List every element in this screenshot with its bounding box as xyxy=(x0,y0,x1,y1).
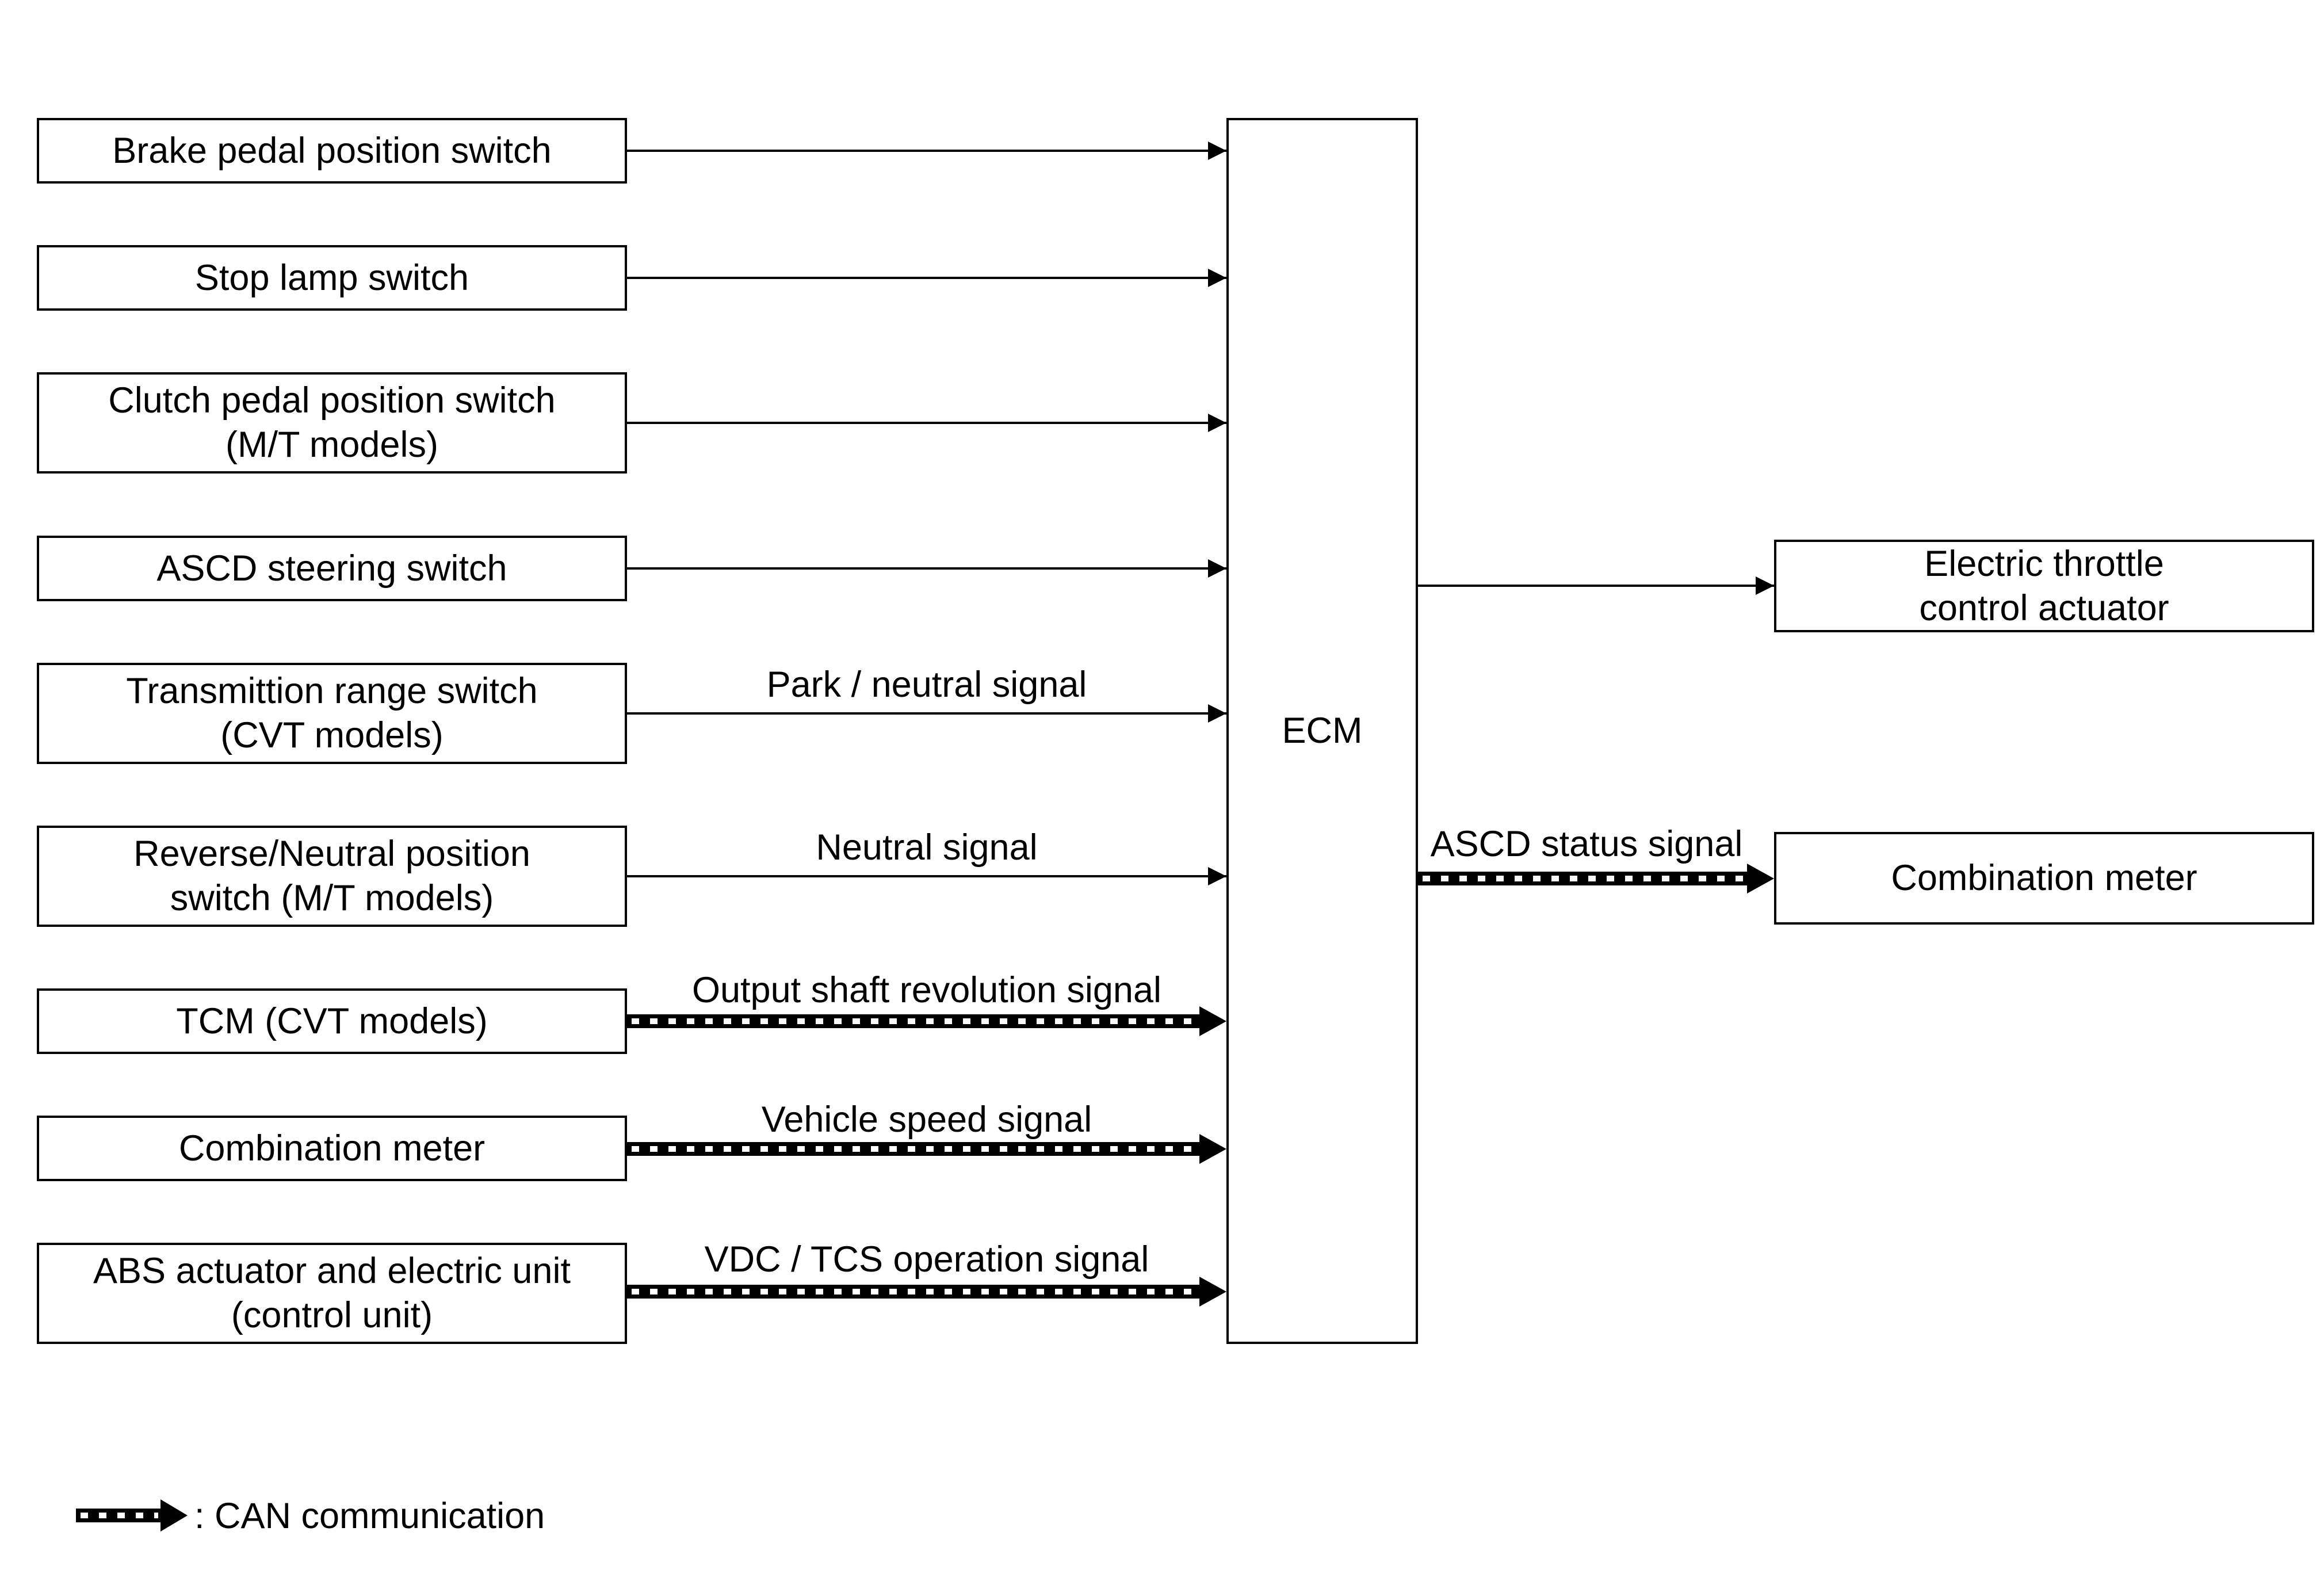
signal-label-output-shaft-revolution: Output shaft revolution signal xyxy=(692,970,1161,1010)
input-box-abs-actuator: ABS actuator and electric unit (control … xyxy=(37,1243,627,1344)
can-arrow-ecm-to-combination-meter xyxy=(1418,864,1774,893)
can-arrow-abs-to-ecm xyxy=(627,1277,1226,1307)
output-box-combination-meter: Combination meter xyxy=(1774,832,2314,925)
legend-can-communication-text: : CAN communication xyxy=(194,1496,545,1536)
signal-label-park-neutral: Park / neutral signal xyxy=(766,665,1087,705)
input-box-brake-pedal-position-switch: Brake pedal position switch xyxy=(37,118,627,184)
input-label: ABS actuator and electric unit (control … xyxy=(93,1251,571,1335)
input-box-reverse-neutral-position-switch: Reverse/Neutral position switch (M/T mod… xyxy=(37,826,627,927)
output-label: Combination meter xyxy=(1891,858,2197,899)
input-label: Stop lamp switch xyxy=(194,257,469,298)
can-arrow-combination-meter-to-ecm xyxy=(627,1134,1226,1164)
input-box-transmission-range-switch: Transmittion range switch (CVT models) xyxy=(37,663,627,764)
input-box-tcm: TCM (CVT models) xyxy=(37,988,627,1054)
ecm-label: ECM xyxy=(1282,711,1363,751)
input-label: Clutch pedal position switch (M/T models… xyxy=(108,380,556,465)
input-label: Transmittion range switch (CVT models) xyxy=(126,671,538,755)
input-box-ascd-steering-switch: ASCD steering switch xyxy=(37,536,627,601)
input-box-stop-lamp-switch: Stop lamp switch xyxy=(37,245,627,311)
signal-label-vehicle-speed: Vehicle speed signal xyxy=(761,1099,1092,1140)
input-box-clutch-pedal-position-switch: Clutch pedal position switch (M/T models… xyxy=(37,372,627,474)
input-label: TCM (CVT models) xyxy=(176,1001,488,1041)
input-label: Combination meter xyxy=(178,1128,486,1169)
legend-can-symbol xyxy=(76,1499,188,1532)
output-label: Electric throttle control actuator xyxy=(1919,543,2169,628)
input-label: Reverse/Neutral position switch (M/T mod… xyxy=(133,834,530,918)
can-arrow-tcm-to-ecm xyxy=(627,1006,1226,1036)
signal-label-neutral: Neutral signal xyxy=(816,827,1038,868)
signal-label-vdc-tcs-operation: VDC / TCS operation signal xyxy=(704,1239,1149,1280)
signal-label-ascd-status: ASCD status signal xyxy=(1430,824,1743,864)
ecm-box: ECM xyxy=(1226,118,1418,1344)
input-label: ASCD steering switch xyxy=(156,548,507,589)
output-box-electric-throttle-control-actuator: Electric throttle control actuator xyxy=(1774,540,2314,632)
input-label: Brake pedal position switch xyxy=(112,130,552,171)
input-box-combination-meter: Combination meter xyxy=(37,1116,627,1181)
